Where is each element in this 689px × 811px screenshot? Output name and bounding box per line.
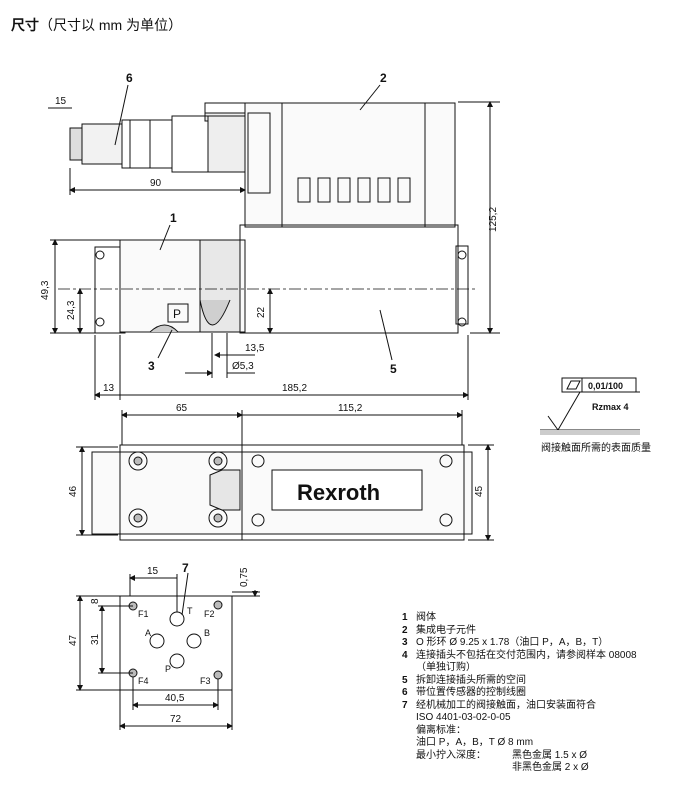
port-f1: F1 — [138, 609, 149, 619]
callout-2: 2 — [380, 71, 387, 85]
dim-45: 45 — [474, 485, 485, 497]
legend-iso: ISO 4401-03-02-0-05 — [416, 712, 511, 723]
rexroth-logo: Rexroth — [297, 480, 380, 505]
dim-47: 47 — [68, 634, 79, 646]
page-subtitle: （尺寸以 mm 为单位） — [39, 17, 183, 33]
dim-65: 65 — [176, 403, 188, 414]
dim-15-sub: 15 — [147, 566, 159, 577]
dim-13-5: 13,5 — [245, 343, 265, 354]
dim-49: 49,3 — [40, 280, 51, 300]
dim-0-75: 0,75 — [239, 567, 250, 587]
port-a: A — [145, 628, 151, 638]
dim-125: 125,2 — [488, 207, 499, 232]
port-f2: F2 — [204, 609, 215, 619]
port-t: T — [187, 606, 193, 616]
roughness-value: Rzmax 4 — [592, 402, 629, 412]
flatness-value: 0,01/100 — [588, 381, 623, 391]
legend-ports: 油口 P，A，B，T Ø 8 mm — [416, 737, 534, 748]
legend-depth-row-2: 非黑色金属 2 x Ø — [512, 762, 589, 773]
dim-72: 72 — [170, 714, 182, 725]
dim-8: 8 — [90, 598, 101, 604]
surface-quality-caption: 阀接触面所需的表面质量 — [541, 443, 651, 454]
dim-115: 115,2 — [338, 403, 363, 414]
page-title: 尺寸（尺寸以 mm 为单位） — [11, 17, 183, 33]
legend-depth-row: 最小拧入深度：黑色金属 1.5 x Ø — [416, 749, 588, 761]
legend-deviation: 偏离标准： — [416, 724, 466, 736]
port-p-label: P — [173, 307, 181, 321]
legend-item-4-cont: （单独订购） — [416, 662, 476, 673]
callout-1: 1 — [170, 211, 177, 225]
dim-90: 90 — [150, 178, 162, 189]
dim-5-3: Ø5,3 — [232, 361, 254, 372]
dim-40-5: 40,5 — [165, 693, 185, 704]
port-f4: F4 — [138, 676, 149, 686]
port-f3: F3 — [200, 676, 211, 686]
port-p: P — [165, 664, 171, 674]
dim-22: 22 — [256, 306, 267, 318]
dim-24: 24,3 — [66, 300, 77, 320]
port-b: B — [204, 628, 210, 638]
dim-31: 31 — [90, 633, 101, 645]
callout-3: 3 — [148, 359, 155, 373]
dim-13: 13 — [103, 383, 115, 394]
callout-5: 6 — [126, 71, 133, 85]
dim-185: 185,2 — [282, 383, 307, 394]
callout-7: 7 — [182, 561, 189, 575]
callout-6: 5 — [390, 362, 397, 376]
dim-15-top: 15 — [55, 96, 67, 107]
dim-46: 46 — [68, 485, 79, 497]
